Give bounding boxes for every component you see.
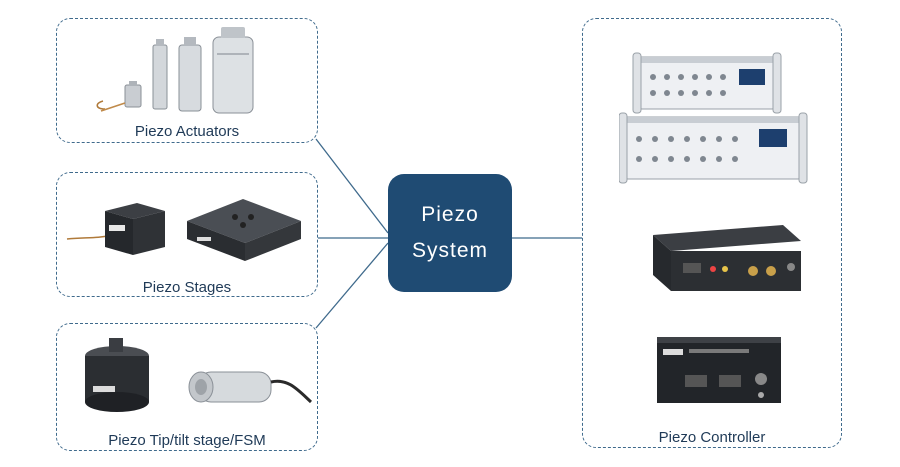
link-actuators: [315, 138, 389, 234]
group-piezo-controller: Piezo Controller: [582, 18, 842, 448]
tiptilt-image: [85, 338, 313, 412]
actuators-image: [96, 27, 254, 114]
center-line-2: System: [411, 239, 488, 262]
controller-servo-image: [657, 337, 781, 403]
label-piezo-tiptilt: Piezo Tip/tilt stage/FSM: [108, 432, 266, 449]
group-piezo-stages: Piezo Stages: [56, 172, 318, 297]
label-piezo-stages: Piezo Stages: [142, 279, 232, 296]
piezo-system-node: Piezo System: [388, 174, 512, 292]
controller-box-image: [653, 225, 801, 291]
label-piezo-actuators: Piezo Actuators: [134, 123, 240, 140]
controller-rack-image: [619, 52, 808, 184]
link-tiptilt: [315, 242, 389, 329]
label-piezo-controller: Piezo Controller: [658, 429, 766, 446]
center-line-1: Piezo: [421, 203, 479, 227]
group-piezo-tiptilt: Piezo Tip/tilt stage/FSM: [56, 323, 318, 451]
stages-image: [66, 199, 301, 261]
group-piezo-actuators: Piezo Actuators: [56, 18, 318, 143]
